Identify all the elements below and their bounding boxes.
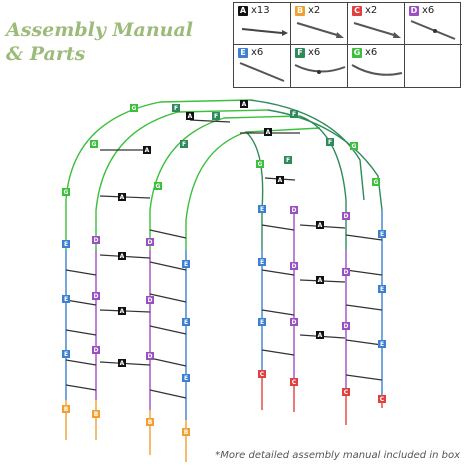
svg-text:E: E [380, 286, 384, 293]
svg-text:A: A [318, 277, 323, 284]
svg-text:G: G [374, 179, 379, 186]
svg-text:D: D [344, 323, 349, 330]
part-cell-f: F x6 [291, 45, 348, 87]
svg-text:G: G [258, 161, 263, 168]
svg-text:A: A [145, 147, 150, 154]
svg-text:D: D [344, 213, 349, 220]
part-b-stake-icon [296, 22, 344, 38]
svg-text:B: B [94, 411, 99, 418]
diagram-label-b: B B B B [62, 405, 190, 436]
svg-text:F: F [174, 105, 178, 112]
svg-text:E: E [380, 231, 384, 238]
part-badge-a: A [238, 6, 248, 16]
part-cell-d: D x6 [405, 3, 462, 45]
part-e-pole-icon [239, 62, 285, 82]
svg-text:D: D [94, 347, 99, 354]
part-badge-c: C [352, 6, 362, 16]
svg-text:E: E [64, 351, 68, 358]
part-d-pole-icon [410, 20, 456, 40]
page-title: Assembly Manual & Parts [6, 18, 206, 66]
svg-text:C: C [260, 371, 265, 378]
part-badge-f: F [295, 48, 305, 58]
svg-text:C: C [292, 379, 297, 386]
part-cell-g: G x6 [348, 45, 405, 87]
svg-text:E: E [184, 261, 188, 268]
svg-text:A: A [278, 177, 283, 184]
svg-text:B: B [64, 406, 69, 413]
diagram-label-e: E E E E E E E E E E E E [62, 205, 386, 382]
svg-text:C: C [380, 396, 385, 403]
part-badge-d: D [409, 6, 419, 16]
part-c-stake-icon [353, 22, 401, 38]
svg-text:D: D [148, 239, 153, 246]
svg-text:D: D [148, 353, 153, 360]
part-a-rod-icon [241, 28, 288, 36]
svg-text:E: E [64, 296, 68, 303]
svg-text:F: F [182, 141, 186, 148]
part-cell-e: E x6 [234, 45, 291, 87]
part-qty-g: x6 [365, 47, 378, 58]
part-qty-f: x6 [308, 47, 321, 58]
part-qty-c: x2 [365, 5, 378, 16]
part-f-curved-pole-icon [294, 64, 346, 74]
svg-text:A: A [120, 360, 125, 367]
svg-text:D: D [94, 237, 99, 244]
part-qty-a: x13 [251, 5, 270, 16]
svg-text:A: A [318, 332, 323, 339]
part-qty-e: x6 [251, 47, 264, 58]
svg-text:F: F [328, 139, 332, 146]
svg-text:A: A [120, 308, 125, 315]
parts-table: A x13 B x2 C x2 D x6 E x6 [233, 2, 462, 88]
svg-text:D: D [292, 207, 297, 214]
part-cell-b: B x2 [291, 3, 348, 45]
svg-text:E: E [184, 375, 188, 382]
footnote: *More detailed assembly manual included … [215, 450, 460, 461]
svg-text:B: B [148, 419, 153, 426]
svg-text:G: G [352, 143, 357, 150]
svg-text:A: A [120, 253, 125, 260]
svg-text:D: D [344, 269, 349, 276]
title-line-2: & Parts [6, 43, 86, 65]
svg-text:F: F [286, 157, 290, 164]
svg-text:E: E [184, 319, 188, 326]
svg-text:A: A [188, 113, 193, 120]
part-cell-a: A x13 [234, 3, 291, 45]
part-badge-b: B [295, 6, 305, 16]
part-qty-d: x6 [422, 5, 435, 16]
svg-text:E: E [260, 319, 264, 326]
svg-text:A: A [242, 101, 247, 108]
svg-text:E: E [380, 341, 384, 348]
diagram-label-g: G G G G G G G [62, 104, 380, 196]
svg-text:G: G [156, 183, 161, 190]
svg-text:D: D [94, 293, 99, 300]
svg-text:G: G [132, 105, 137, 112]
svg-text:A: A [266, 129, 271, 136]
diagram-label-f: F F F F F F [172, 104, 334, 164]
diagram-label-d: D D D D D D D D D D D D [92, 206, 350, 360]
part-g-curved-pole-icon [351, 64, 403, 76]
diagram-label-c: C C C C [258, 370, 386, 403]
part-cell-c: C x2 [348, 3, 405, 45]
svg-text:C: C [344, 389, 349, 396]
svg-text:G: G [64, 189, 69, 196]
svg-text:E: E [260, 259, 264, 266]
svg-text:E: E [64, 241, 68, 248]
svg-text:A: A [120, 194, 125, 201]
part-qty-b: x2 [308, 5, 321, 16]
title-line-1: Assembly Manual [6, 19, 193, 41]
svg-text:E: E [260, 206, 264, 213]
part-badge-e: E [238, 48, 248, 58]
svg-text:D: D [148, 297, 153, 304]
svg-text:F: F [214, 113, 218, 120]
svg-text:A: A [318, 222, 323, 229]
svg-text:G: G [92, 141, 97, 148]
part-badge-g: G [352, 48, 362, 58]
svg-text:B: B [184, 429, 189, 436]
svg-text:D: D [292, 319, 297, 326]
svg-text:F: F [292, 111, 296, 118]
svg-text:D: D [292, 263, 297, 270]
diagram-label-a: A A A A A A A A A A A A [118, 100, 324, 367]
